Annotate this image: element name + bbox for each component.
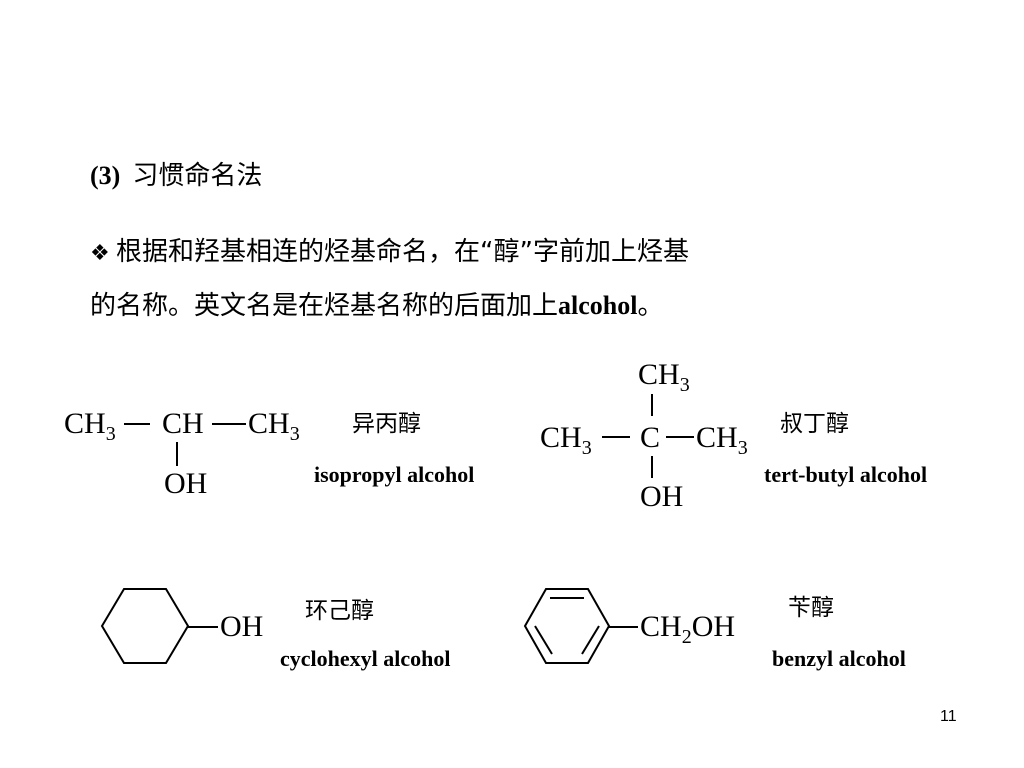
section-heading: (3) 习惯命名法	[90, 160, 262, 192]
alcohol-term: alcohol	[558, 291, 638, 320]
benzyl-group: CH2OH	[640, 610, 736, 648]
tert-butyl-top-methyl: CH3	[638, 358, 690, 396]
isopropyl-right-methyl: CH3	[248, 407, 300, 445]
cyclohexyl-name-cn: 环己醇	[305, 598, 374, 624]
description-paragraph: ❖根据和羟基相连的烃基命名，在“醇”字前加上烃基 的名称。英文名是在烃基名称的后…	[90, 226, 920, 332]
isopropyl-bond-left	[124, 423, 150, 425]
isopropyl-hydroxyl: OH	[164, 467, 208, 500]
benzene-ring-icon	[523, 588, 611, 664]
isopropyl-name-en: isopropyl alcohol	[314, 462, 475, 487]
tert-butyl-bond-right	[666, 436, 694, 438]
benzyl-name-en: benzyl alcohol	[772, 646, 906, 671]
tert-butyl-right-methyl: CH3	[696, 421, 748, 459]
paragraph-text-2: 的名称。英文名是在烃基名称的后面加上	[90, 291, 559, 321]
cyclohexyl-name-en: cyclohexyl alcohol	[280, 646, 451, 671]
tert-butyl-name-cn: 叔丁醇	[780, 411, 849, 437]
paragraph-line-2: 的名称。英文名是在烃基名称的后面加上alcohol。	[90, 280, 920, 332]
tert-butyl-bond-down	[651, 456, 653, 478]
paragraph-end-mark: 。	[637, 291, 664, 321]
page-number: 11	[940, 708, 957, 725]
benzyl-bond	[608, 626, 638, 628]
isopropyl-center-carbon: CH	[162, 407, 204, 440]
benzyl-name-cn: 苄醇	[788, 595, 834, 621]
isopropyl-left-methyl: CH3	[64, 407, 116, 445]
section-title: 习惯命名法	[132, 161, 263, 191]
isopropyl-name-cn: 异丙醇	[352, 411, 421, 437]
tert-butyl-hydroxyl: OH	[640, 480, 684, 513]
section-number: (3)	[90, 161, 121, 190]
isopropyl-bond-down	[176, 442, 178, 466]
isopropyl-bond-right	[212, 423, 246, 425]
cyclohexyl-hydroxyl: OH	[220, 610, 264, 643]
cyclohexane-ring-icon	[100, 588, 190, 664]
tert-butyl-left-methyl: CH3	[540, 421, 592, 459]
diamond-bullet-icon: ❖	[90, 241, 110, 266]
tert-butyl-name-en: tert-butyl alcohol	[764, 462, 928, 487]
paragraph-text-1: 根据和羟基相连的烃基命名，在“醇”字前加上烃基	[116, 237, 689, 267]
cyclohexyl-bond	[188, 626, 218, 628]
tert-butyl-bond-left	[602, 436, 630, 438]
tert-butyl-bond-up	[651, 394, 653, 416]
tert-butyl-center-carbon: C	[640, 421, 661, 454]
paragraph-line-1: ❖根据和羟基相连的烃基命名，在“醇”字前加上烃基	[90, 226, 920, 280]
